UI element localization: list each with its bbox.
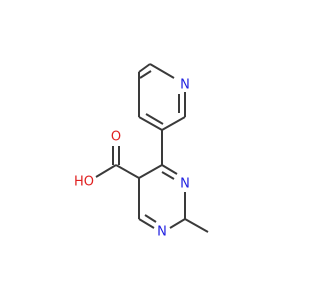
bond — [161, 116, 186, 131]
bond — [138, 218, 155, 229]
pyrimidine-ring — [138, 164, 186, 229]
pyridine-ring — [138, 63, 186, 131]
bond — [95, 164, 117, 178]
bond — [161, 171, 175, 180]
bond — [139, 70, 152, 79]
bond — [145, 113, 164, 125]
bond — [115, 164, 140, 179]
atom-label-hydroxyl: HO — [74, 175, 94, 190]
bond — [144, 214, 157, 223]
bond — [138, 63, 151, 73]
bond — [169, 218, 186, 229]
bond — [149, 63, 175, 79]
molecule-structure: N N N O HO — [74, 63, 209, 240]
atom-label-nitrogen: N — [180, 177, 190, 192]
atom-label-oxygen: O — [111, 130, 121, 145]
atom-label-nitrogen: N — [157, 225, 167, 240]
atom-label-nitrogen: N — [180, 78, 190, 93]
carboxylic-acid-group — [95, 146, 140, 179]
methyl-bond — [184, 218, 209, 233]
bond — [138, 164, 163, 179]
bond — [138, 116, 163, 131]
bond — [161, 164, 178, 175]
